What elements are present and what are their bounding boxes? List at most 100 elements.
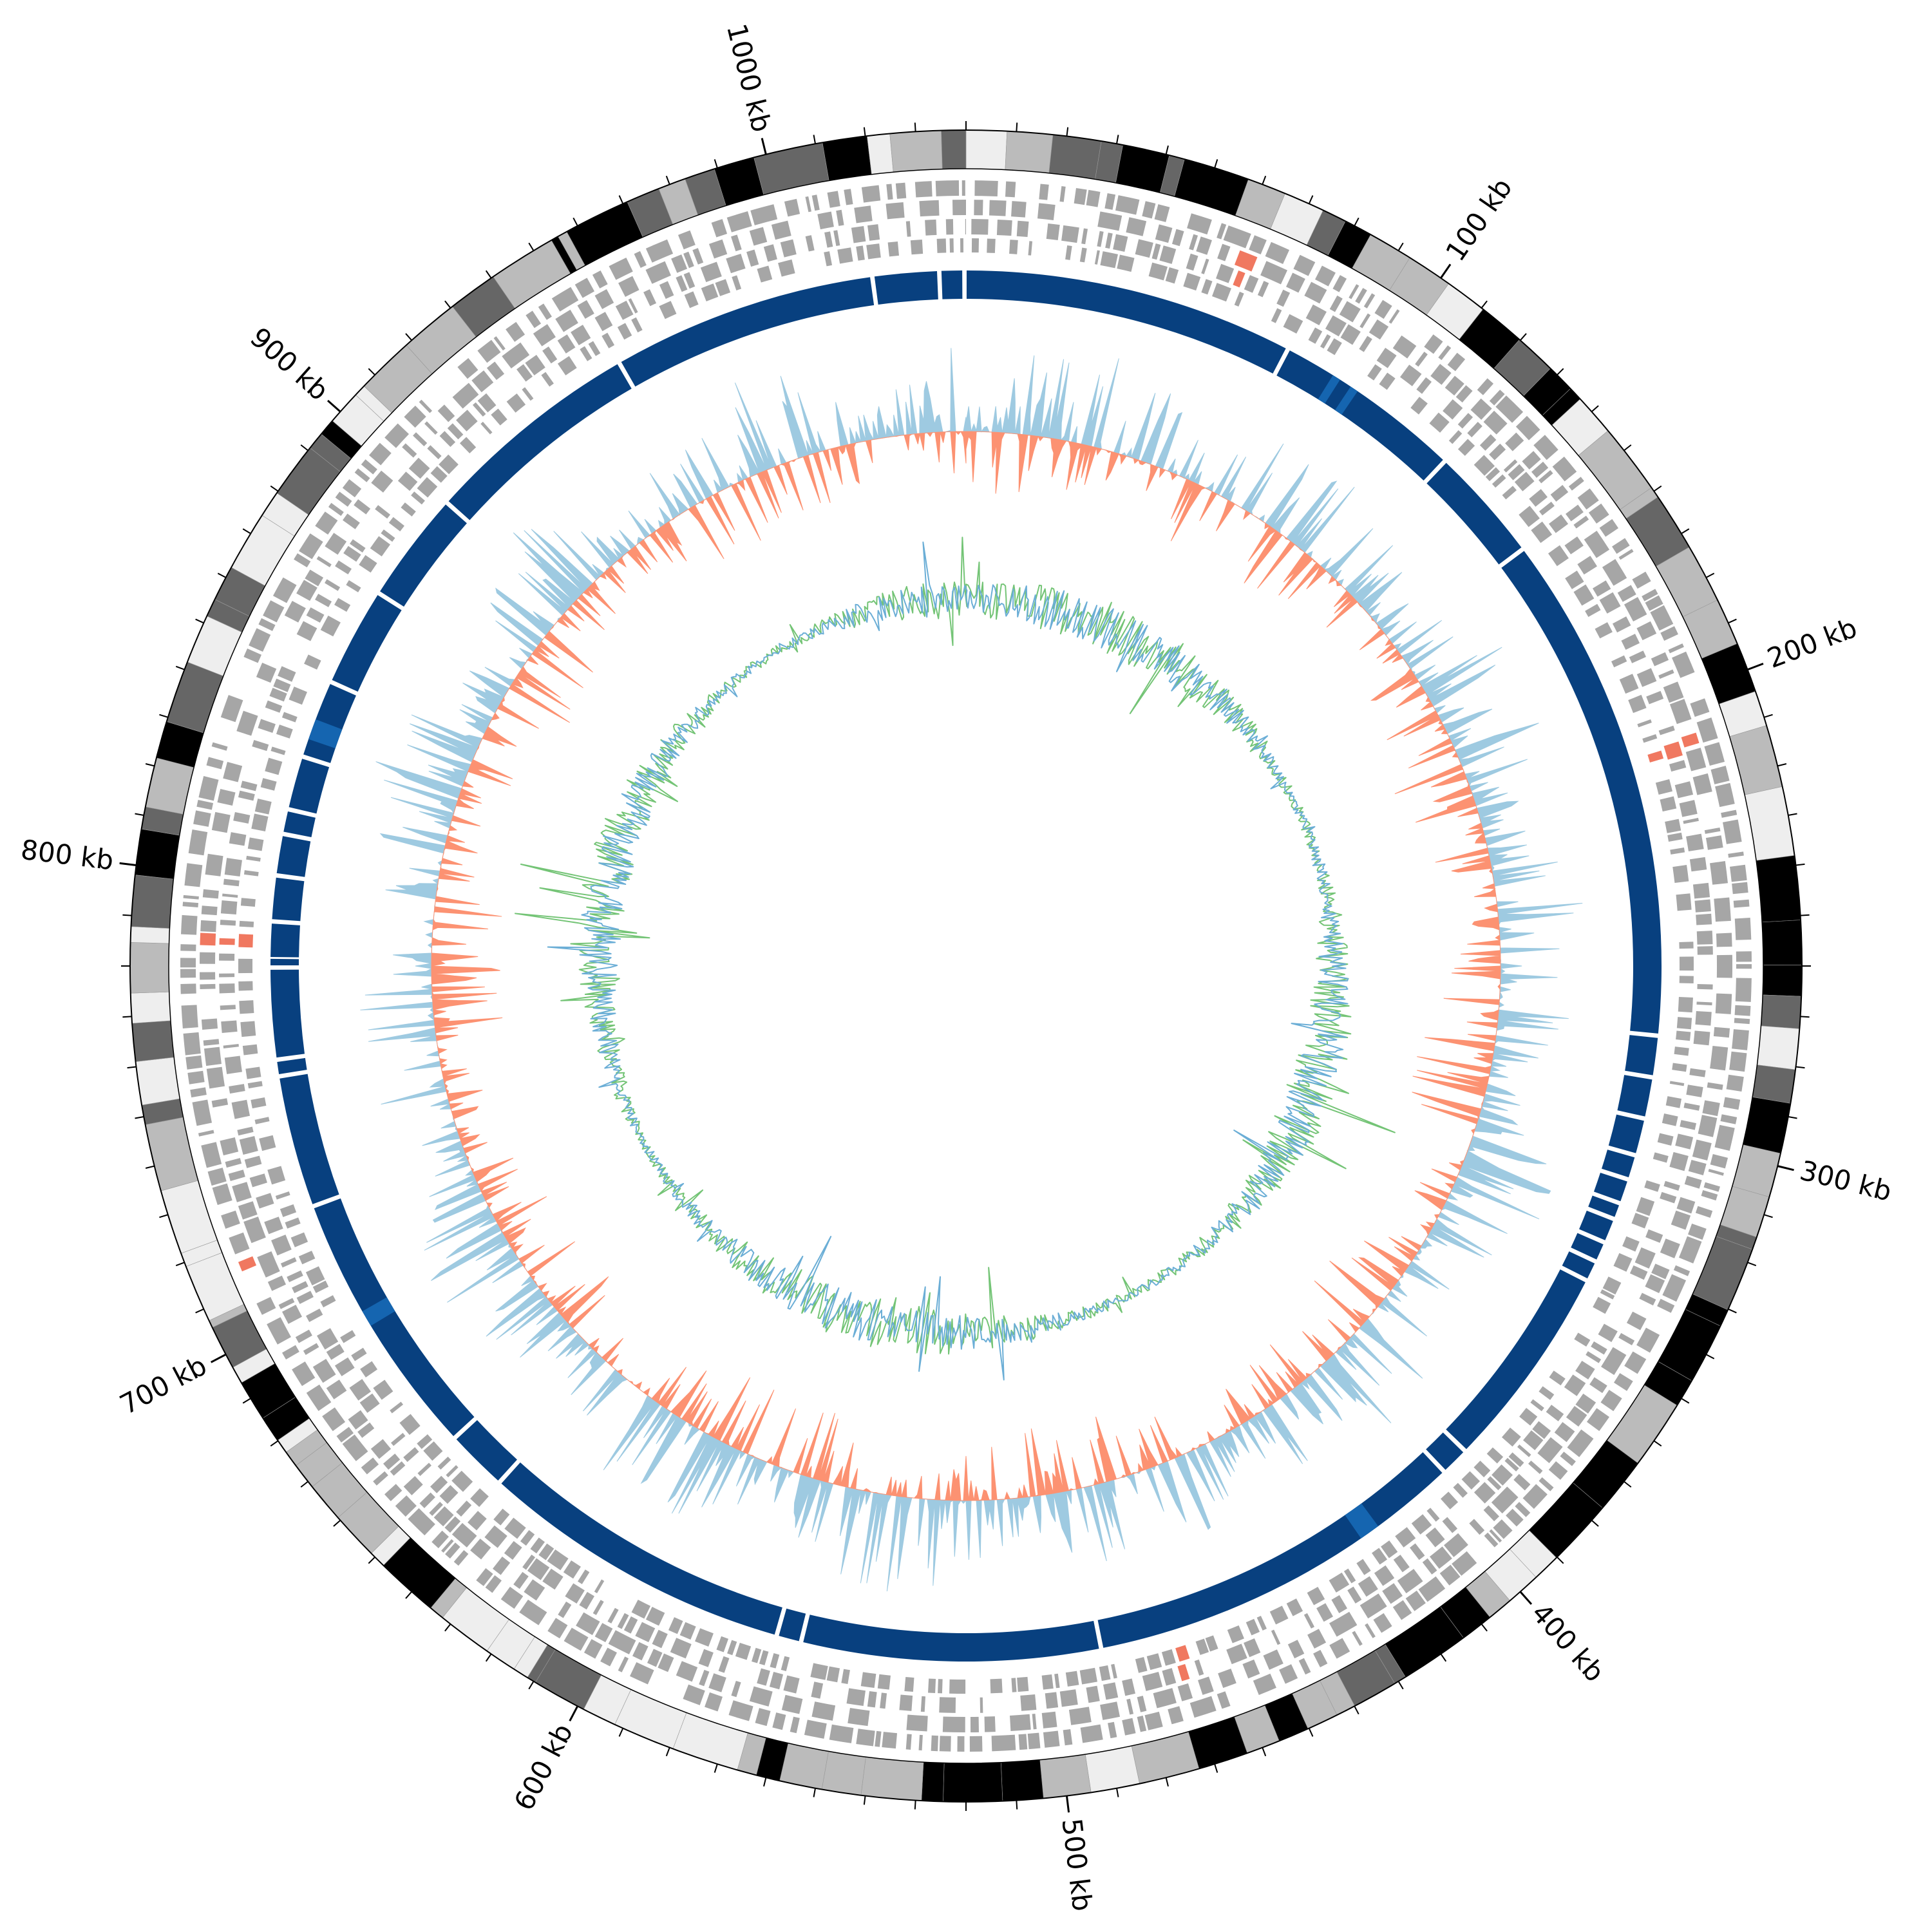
feature-block xyxy=(848,1708,870,1727)
feature-block xyxy=(1636,1327,1660,1353)
band-outline-inner xyxy=(168,168,1764,1764)
feature-block xyxy=(1723,1097,1741,1110)
feature-block xyxy=(1165,267,1179,284)
feature-block xyxy=(1037,203,1056,220)
feature-block xyxy=(1283,314,1303,334)
major-tick xyxy=(1519,1591,1533,1605)
feature-block xyxy=(243,870,259,876)
minor-tick xyxy=(159,1214,169,1218)
feature-block xyxy=(1669,699,1692,724)
feature-block xyxy=(1501,1427,1521,1447)
tick-label: 100 kb xyxy=(1439,173,1518,267)
feature-block xyxy=(749,227,768,246)
feature-block xyxy=(284,600,306,623)
feature-block xyxy=(1489,1529,1502,1543)
feature-block xyxy=(1564,536,1584,554)
feature-block xyxy=(565,1583,585,1604)
feature-block xyxy=(1575,1360,1595,1380)
feature-block xyxy=(350,539,366,553)
feature-block xyxy=(360,1361,378,1378)
feature-block xyxy=(860,1672,876,1688)
feature-block xyxy=(971,219,989,235)
tick-label: 300 kb xyxy=(1797,1155,1895,1208)
feature-block xyxy=(403,1476,423,1495)
feature-block xyxy=(1017,1676,1029,1692)
feature-block xyxy=(1599,592,1621,614)
feature-block xyxy=(232,1182,252,1202)
feature-block xyxy=(468,1511,487,1531)
skew-negative-area xyxy=(431,430,1501,1501)
feature-block xyxy=(1094,250,1100,265)
feature-block xyxy=(1146,1653,1162,1671)
feature-block xyxy=(1395,1527,1416,1548)
feature-block xyxy=(335,491,352,507)
feature-block xyxy=(1201,258,1209,274)
feature-block xyxy=(334,598,351,612)
feature-block xyxy=(1714,897,1731,922)
minor-tick xyxy=(122,1016,132,1018)
feature-block xyxy=(1126,1698,1134,1715)
feature-block xyxy=(1103,1682,1119,1700)
feature-block xyxy=(1425,1527,1445,1548)
feature-block xyxy=(200,952,216,964)
minor-tick xyxy=(1165,145,1169,155)
feature-block xyxy=(875,1730,882,1747)
band-segment xyxy=(860,1756,924,1801)
feature-block xyxy=(233,811,251,824)
feature-block xyxy=(804,1719,827,1739)
feature-block xyxy=(1539,1477,1554,1492)
feature-block xyxy=(632,1642,649,1661)
feature-block xyxy=(239,1000,254,1014)
feature-block xyxy=(1032,1714,1037,1730)
band-segment xyxy=(941,129,967,169)
feature-block xyxy=(477,393,497,413)
feature-block xyxy=(841,1669,850,1684)
feature-block xyxy=(904,1677,914,1692)
feature-block xyxy=(1418,1576,1446,1602)
feature-block xyxy=(984,1716,996,1732)
feature-block xyxy=(181,1005,198,1028)
feature-block xyxy=(1424,334,1443,354)
feature-block xyxy=(1716,933,1732,947)
feature-block xyxy=(384,423,409,448)
feature-block xyxy=(251,813,269,831)
feature-block xyxy=(970,1716,979,1732)
feature-block xyxy=(1151,243,1161,260)
feature-block xyxy=(192,1099,213,1126)
feature-block xyxy=(1676,1197,1696,1214)
feature-block xyxy=(484,1525,507,1548)
feature-block xyxy=(711,219,728,238)
feature-block xyxy=(207,1168,227,1186)
feature-block xyxy=(1189,234,1198,251)
feature-block xyxy=(267,1275,287,1291)
feature-block xyxy=(1736,951,1752,962)
feature-block xyxy=(220,900,238,914)
feature-block xyxy=(1504,1457,1519,1472)
feature-block xyxy=(437,1456,451,1470)
feature-block xyxy=(609,257,633,280)
feature-block xyxy=(1144,1711,1163,1730)
major-tick xyxy=(1065,1795,1070,1813)
feature-block xyxy=(1602,1276,1622,1295)
feature-block xyxy=(1343,1568,1356,1584)
minor-tick xyxy=(1397,242,1404,251)
feature-block xyxy=(643,289,657,307)
feature-block xyxy=(757,265,773,283)
feature-block xyxy=(320,615,341,637)
feature-block xyxy=(224,858,242,876)
feature-block xyxy=(1438,345,1452,361)
feature-block xyxy=(1217,243,1231,261)
feature-block xyxy=(326,1379,347,1399)
feature-block xyxy=(811,194,820,211)
band-segment xyxy=(889,130,943,173)
feature-block xyxy=(1726,1074,1744,1092)
feature-block xyxy=(395,1495,417,1517)
feature-block xyxy=(239,1136,258,1155)
feature-block xyxy=(1388,309,1400,324)
feature-block xyxy=(866,243,881,260)
feature-block xyxy=(298,1251,316,1265)
feature-block xyxy=(373,1471,388,1486)
feature-block xyxy=(1441,1492,1459,1510)
feature-block xyxy=(1363,293,1376,308)
feature-block xyxy=(1218,1669,1236,1689)
